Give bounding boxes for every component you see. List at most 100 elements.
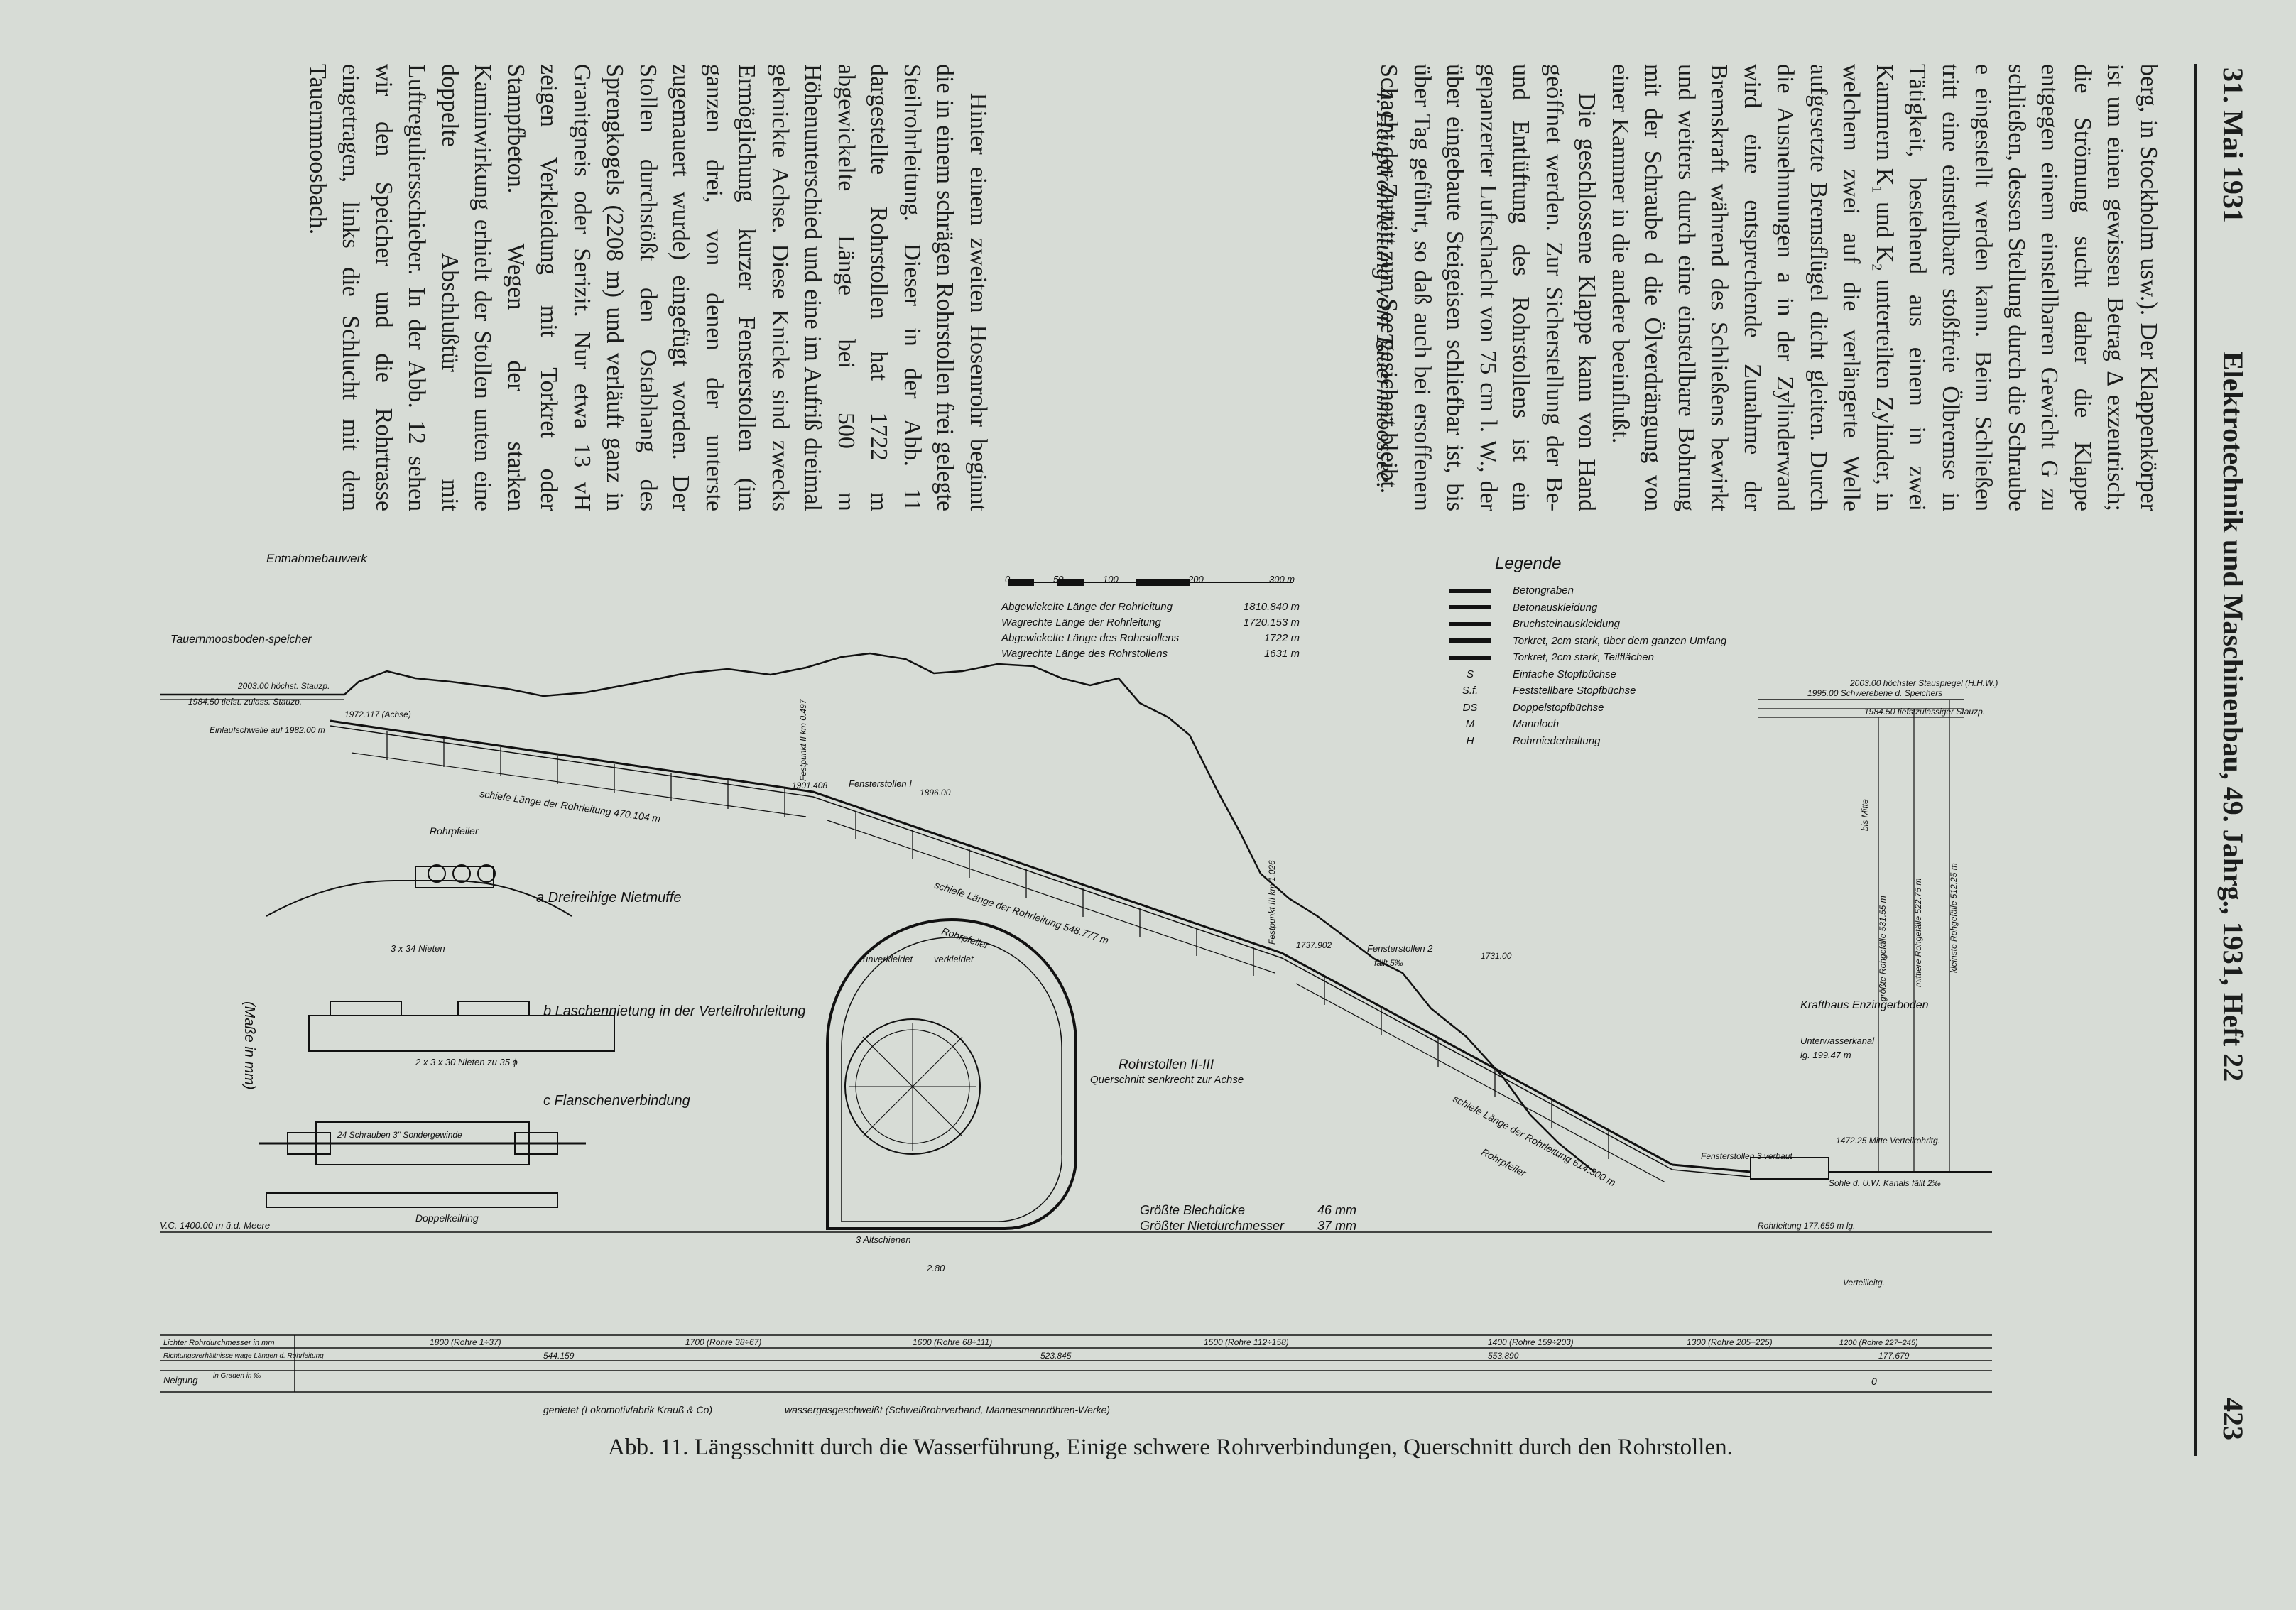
label-querschnitt-sub: Querschnitt senkrecht zur Achse	[1090, 1074, 1244, 1086]
label-blech: Größte Blechdicke	[1140, 1203, 1245, 1217]
header-page-number: 423	[2217, 1398, 2249, 1440]
figure-caption: Abb. 11. Längsschnitt durch die Wasserfü…	[608, 1435, 1733, 1460]
label-fenster2: Fensterstollen 2	[1367, 943, 1433, 954]
legend-label: Torkret, 2cm stark, Teilflächen	[1513, 651, 1654, 664]
label-festpunkt2: Festpunkt II km 0.497	[798, 698, 808, 781]
label-schwereb: 1995.00 Schwerebene d. Speichers	[1807, 688, 1942, 698]
penstock-line	[330, 719, 1751, 1173]
paragraph: Hinter einem zweiten Hosenrohr beginnt d…	[305, 64, 991, 511]
tunnel-cross-section	[826, 918, 1077, 1230]
legend-item: Betongraben	[1449, 582, 1747, 599]
text-column-1: berg, in Stockholm usw.). Der Klappenkör…	[1372, 64, 2165, 511]
length-1: 544.159	[543, 1351, 575, 1361]
legend-label: Rohrniederhaltung	[1513, 734, 1601, 747]
diameter-7: 1200 (Rohre 227÷245)	[1839, 1339, 1918, 1347]
label-einlauf: Einlaufschwelle auf 1982.00 m	[210, 725, 325, 735]
header-journal: Elektrotechnik und Maschinenbau, 49. Jah…	[2217, 352, 2249, 1082]
legend-item: S.f. Feststellbare Stopfbüchse	[1449, 682, 1747, 700]
label-verkleidet: verkleidet	[934, 954, 974, 964]
label-verteilltg: Verteilleitg.	[1843, 1278, 1885, 1288]
label-fenster1-val: 1901.408	[792, 780, 827, 790]
label-schienen: 3 Altschienen	[856, 1234, 911, 1245]
legend-title: Legende	[1495, 554, 1562, 573]
text-column-2: 4. Hauptrohrleitung vom Tauernmoossee.	[1359, 64, 1413, 511]
legend-symbol	[1449, 621, 1513, 626]
label-nieten2: 2 x 3 x 30 Nieten zu 35 ϕ	[415, 1057, 518, 1067]
label-lange3: schiefe Länge der Rohrleitung 614.300 m	[1452, 1093, 1618, 1189]
label-festpunkt3: Festpunkt III km 1.026	[1267, 860, 1277, 945]
label-bis-mitte: bis Mitte	[1860, 799, 1870, 831]
label-achse: 1972.117 (Achse)	[344, 709, 411, 719]
legend-label: Betonauskleidung	[1513, 601, 1598, 614]
label-tiefst: 1984.50 tiefstzulässiger Stauzp.	[1864, 707, 1985, 717]
label-row1: Lichter Rohrdurchmesser in mm	[163, 1339, 275, 1347]
label-rohrpfeiler3: Rohrpfeiler	[1480, 1146, 1529, 1180]
legend-item: Torkret, 2cm stark, Teilflächen	[1449, 649, 1747, 666]
length-4: 177.679	[1878, 1351, 1910, 1361]
label-row3-sub: in Graden in ‰	[213, 1372, 261, 1380]
label-genietet: genietet (Lokomotivfabrik Krauß & Co)	[543, 1404, 712, 1415]
label-querschnitt-title: Rohrstollen II-III	[1119, 1057, 1214, 1072]
label-1731: 1731.00	[1481, 951, 1512, 961]
terrain-profile	[160, 652, 1595, 1173]
diameter-4: 1500 (Rohre 112÷158)	[1204, 1337, 1289, 1347]
label-krafthaus: Krafthaus Enzingerboden	[1800, 999, 1929, 1011]
label-row3: Neigung	[163, 1375, 198, 1386]
label-niet: Größter Nietdurchmesser	[1140, 1219, 1285, 1233]
label-rohrleitung: Rohrleitung 177.659 m lg.	[1758, 1221, 1855, 1231]
lap-riveting-detail	[308, 1001, 615, 1052]
label-detail-a: a Dreireihige Nietmuffe	[536, 890, 682, 905]
legend-label: Betongraben	[1513, 584, 1574, 597]
diameter-1: 1800 (Rohre 1÷37)	[430, 1337, 501, 1347]
label-geschweisst: wassergasgeschweißt (Schweißrohrverband,…	[785, 1404, 1110, 1415]
label-nieten1: 3 x 34 Nieten	[391, 943, 445, 954]
label-doppel: Doppelkeilring	[415, 1212, 479, 1224]
length-3: 553.890	[1488, 1351, 1519, 1361]
legend-item: Betonauskleidung	[1449, 599, 1747, 616]
label-dim280: 2.80	[926, 1263, 945, 1273]
label-1896: 1896.00	[920, 788, 951, 798]
pipe-support-ticks	[386, 731, 1609, 1159]
legend-label: Feststellbare Stopfbüchse	[1513, 685, 1636, 697]
legend-symbol: S.f.	[1462, 685, 1479, 697]
rivet-muff-detail	[266, 864, 572, 917]
label-stau2: 1984.50 tiefst. zulass. Stauzp.	[188, 697, 302, 707]
label-row2: Richtungsverhältnisse wage Längen d. Roh…	[163, 1352, 324, 1360]
label-entnahme: Entnahmebauwerk	[266, 552, 368, 565]
diameter-3: 1600 (Rohre 68÷111)	[913, 1337, 992, 1347]
legend-item: DS Doppelstopfbüchse	[1449, 700, 1747, 717]
label-detail-b: b Laschennietung in der Verteilrohrleitu…	[543, 1003, 806, 1019]
legend-item: Bruchsteinauskleidung	[1449, 616, 1747, 633]
section-heading: 4. Hauptrohrleitung vom Tauernmoossee.	[1371, 87, 1398, 489]
diameter-5: 1400 (Rohre 159÷203)	[1488, 1337, 1574, 1347]
label-kleinst: kleinste Rohgefälle 512.25 m	[1949, 863, 1959, 973]
label-stau1: 2003.00 höchst. Stauzp.	[237, 681, 330, 691]
legend-symbol	[1449, 655, 1513, 660]
label-masse: (Maße in mm)	[241, 1001, 257, 1089]
legend-symbol: DS	[1462, 701, 1478, 714]
label-vc: V.C. 1400.00 m ü.d. Meere	[160, 1220, 270, 1231]
legend-symbol: S	[1466, 668, 1474, 680]
label-grosst: größte Rohgefälle 531.55 m	[1878, 896, 1888, 1001]
label-fenster2-fall: fällt 5‰	[1374, 958, 1403, 968]
label-1472: 1472.25 Mitte Verteilrohrltg.	[1836, 1136, 1940, 1146]
legend-label: Torkret, 2cm stark, über dem ganzen Umfa…	[1513, 634, 1727, 647]
legend-label: Bruchsteinauskleidung	[1513, 618, 1620, 631]
label-rohrpfeiler2: Rohrpfeiler	[940, 925, 991, 952]
legend-symbol	[1449, 638, 1513, 643]
legend-label: Doppelstopfbüchse	[1513, 701, 1604, 714]
label-speicher: Tauernmoosboden-speicher	[170, 633, 312, 646]
scale-bar	[1008, 579, 1293, 586]
longitudinal-section-drawing: Entnahmebauwerk Tauernmoosboden-speicher…	[160, 552, 1998, 1415]
label-rohrpfeiler1: Rohrpfeiler	[430, 825, 479, 837]
label-zero: 0	[1871, 1376, 1877, 1387]
label-sohle: Sohle d. U.W. Kanals fällt 2‰	[1829, 1178, 1941, 1188]
label-schrauben: 24 Schrauben 3" Sondergewinde	[337, 1130, 462, 1140]
label-mittl: mittlere Rohgefälle 522.75 m	[1913, 879, 1923, 987]
legend-symbol	[1449, 588, 1513, 593]
